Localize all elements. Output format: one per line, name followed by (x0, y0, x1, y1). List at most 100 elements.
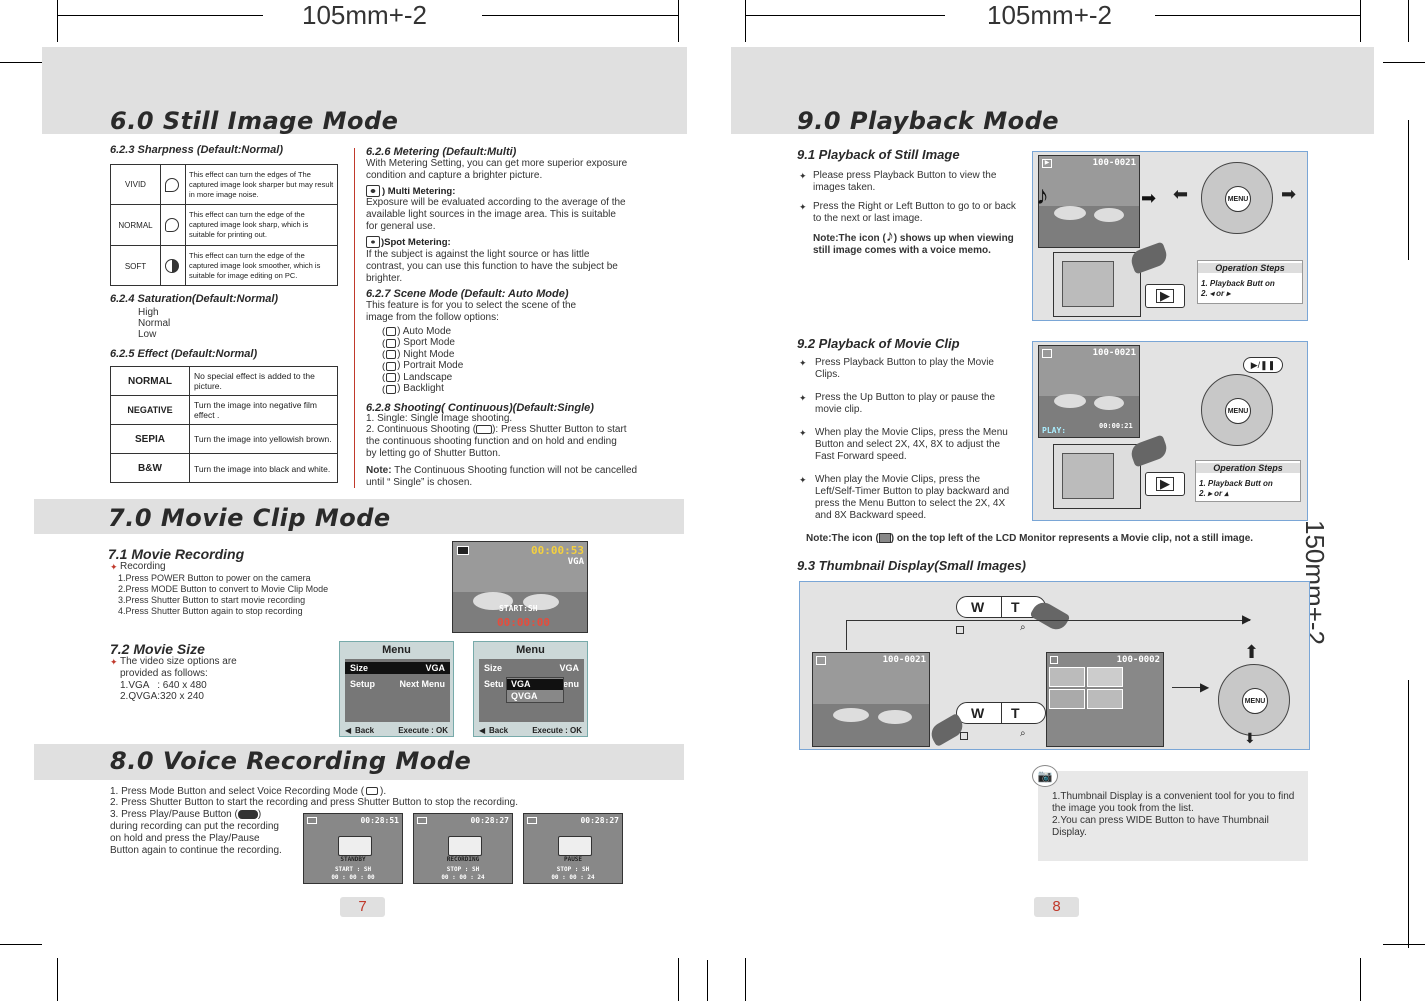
crop-mark (1383, 62, 1425, 63)
list-item: () Landscape (382, 371, 453, 384)
voice-line1: STOP : SH (446, 866, 480, 873)
wide-button[interactable]: W (971, 599, 985, 615)
saturation-option: Low (138, 329, 157, 340)
arrow-right-icon: ▶ (1200, 680, 1210, 694)
table-row: SOFT This effect can turn the edge of th… (111, 246, 337, 286)
section-title-playback: 9.0 Playback Mode (797, 107, 1060, 135)
zoom-rocker[interactable]: W T (956, 702, 1046, 724)
control-pad[interactable]: MENU (1201, 162, 1273, 234)
tip-item: 2.You can press WIDE Button to have Thum… (1052, 815, 1269, 838)
movie-playback-step: Press the Up Button to play or pause the… (815, 392, 996, 415)
arrow-left-icon: ◂ (1209, 289, 1214, 298)
menu-item-next: enu (562, 679, 579, 689)
control-pad[interactable]: MENU (1201, 374, 1273, 446)
effect-label: SEPIA (111, 425, 190, 453)
voice-line2: 00 : 00 : 24 (441, 874, 485, 881)
movie-mode-icon (457, 546, 469, 555)
magnifier-icon: ⌕ (1020, 728, 1026, 739)
menu-button[interactable]: MENU (1225, 398, 1251, 424)
effect-desc: No special effect is added to the pictur… (194, 371, 315, 391)
thumbnail-screen: 100-0002 (1046, 652, 1164, 747)
voice-icon (307, 817, 317, 824)
table-row: NORMAL This effect can turn the edge of … (111, 205, 337, 246)
playback-button[interactable]: ▶ (1145, 284, 1185, 308)
menu-item-next: Next Menu (399, 679, 445, 689)
playback-button[interactable]: ▶ (1145, 472, 1185, 496)
movie-size-option: 1.VGA : 640 x 480 (120, 680, 207, 691)
cassette-icon (338, 836, 372, 856)
spot-metering-text: If the subject is against the light sour… (366, 249, 618, 284)
still-step: Please press Playback Button to view the… (813, 170, 997, 193)
sharpness-label: VIVID (111, 165, 161, 204)
tele-button[interactable]: T (1011, 705, 1020, 721)
arrow-right-icon: ▶ (1242, 612, 1252, 626)
still-note: Note:The icon (♪) shows up when viewing … (813, 228, 1014, 257)
scene-heading: 6.2.7 Scene Mode (Default: Auto Mode) (366, 288, 569, 300)
back-arrow-icon: ◀ (479, 726, 486, 735)
saturation-option: High (138, 307, 159, 318)
operation-step: 1. Playback Butt on (1199, 479, 1273, 488)
back-arrow-icon: ◀ (345, 726, 352, 735)
duck-image (878, 710, 912, 724)
hand-icon (1128, 434, 1170, 468)
auto-mode-icon (386, 327, 397, 337)
play-pause-button[interactable]: ▶/❚❚ (1243, 357, 1283, 373)
section-band (34, 744, 684, 780)
crop-mark (678, 0, 679, 42)
movie-clip-icon (878, 533, 891, 544)
crop-mark (745, 958, 746, 1001)
movie-mode-icon (1042, 349, 1052, 358)
file-number: 100-0021 (1092, 348, 1136, 358)
menu-title: Menu (382, 644, 411, 656)
crop-mark (1408, 120, 1409, 260)
movie-playback-panel: 100-0021 PLAY: 00:00:21 ▶/❚❚ MENU ▶ Oper… (1032, 341, 1308, 521)
crop-mark (745, 15, 945, 16)
list-item: () Backlight (382, 383, 444, 395)
sharpness-table: VIVID This effect can turn the edges of … (110, 164, 338, 286)
landscape-icon (386, 373, 397, 383)
play-icon: ▶ (1156, 289, 1174, 303)
list-item: () Sport Mode (382, 337, 455, 349)
control-pad[interactable]: MENU (1218, 664, 1290, 736)
playback-screen: 100-0021 (812, 652, 930, 747)
arrow-down-icon: ⬇ (1244, 730, 1256, 746)
movie-size-heading: 7.2 Movie Size (110, 641, 205, 657)
tele-button[interactable]: T (1011, 599, 1020, 615)
duck-image (1054, 206, 1086, 220)
voice-line1: STOP : SH (556, 866, 590, 873)
effect-heading: 6.2.5 Effect (Default:Normal) (110, 348, 258, 360)
arrow-left-icon: ⬅ (1173, 184, 1189, 204)
voice-line2: 00 : 00 : 24 (551, 874, 595, 881)
wide-button[interactable]: W (971, 705, 985, 721)
spot-metering-icon (366, 236, 380, 248)
movie-playback-step: When play the Movie Clips, press the Lef… (815, 474, 1010, 521)
camera-icon: 📷 (1032, 765, 1058, 787)
menu-highlight (345, 662, 450, 674)
playback-screen: ▶ 100-0021 (1038, 155, 1140, 248)
menu-button[interactable]: MENU (1242, 688, 1268, 714)
crop-mark (1360, 958, 1361, 1001)
movie-resolution: VGA (567, 557, 584, 567)
page-number: 8 (1034, 897, 1079, 917)
operation-steps: Operation Steps 1. Playback Butt on 2. ◂… (1197, 260, 1303, 304)
menu-button[interactable]: MENU (1225, 186, 1251, 212)
recording-step: 3.Press Shutter Button to start movie re… (118, 595, 306, 605)
menu-item-size: Size (350, 663, 369, 673)
crop-mark (0, 944, 42, 945)
crop-mark (1155, 15, 1360, 16)
section-band (42, 47, 687, 134)
recording-step: 1.Press POWER Button to power on the cam… (118, 573, 311, 583)
continuous-icon (476, 424, 493, 434)
menu-item-size-value: VGA (559, 663, 579, 673)
camera-back (1053, 252, 1141, 317)
voice-screen: 00:28:27 RECORDING STOP : SH 00 : 00 : 2… (413, 813, 513, 884)
effect-desc: Turn the image into negative film effect… (194, 400, 317, 420)
operation-steps-title: Operation Steps (1196, 463, 1300, 473)
thumbnail-mode-icon (1050, 656, 1058, 664)
voice-screen: 00:28:51 STANDBY START : SH 00 : 00 : 00 (303, 813, 403, 884)
duck-image (1094, 208, 1124, 222)
menu-screen: Menu Size VGA Setu enu VGA QVGA ◀ Back E… (473, 641, 588, 737)
duck-image (473, 592, 513, 610)
recording-label: Recording (120, 561, 166, 572)
operation-steps: Operation Steps 1. Playback Butt on 2. ▸… (1195, 460, 1301, 502)
